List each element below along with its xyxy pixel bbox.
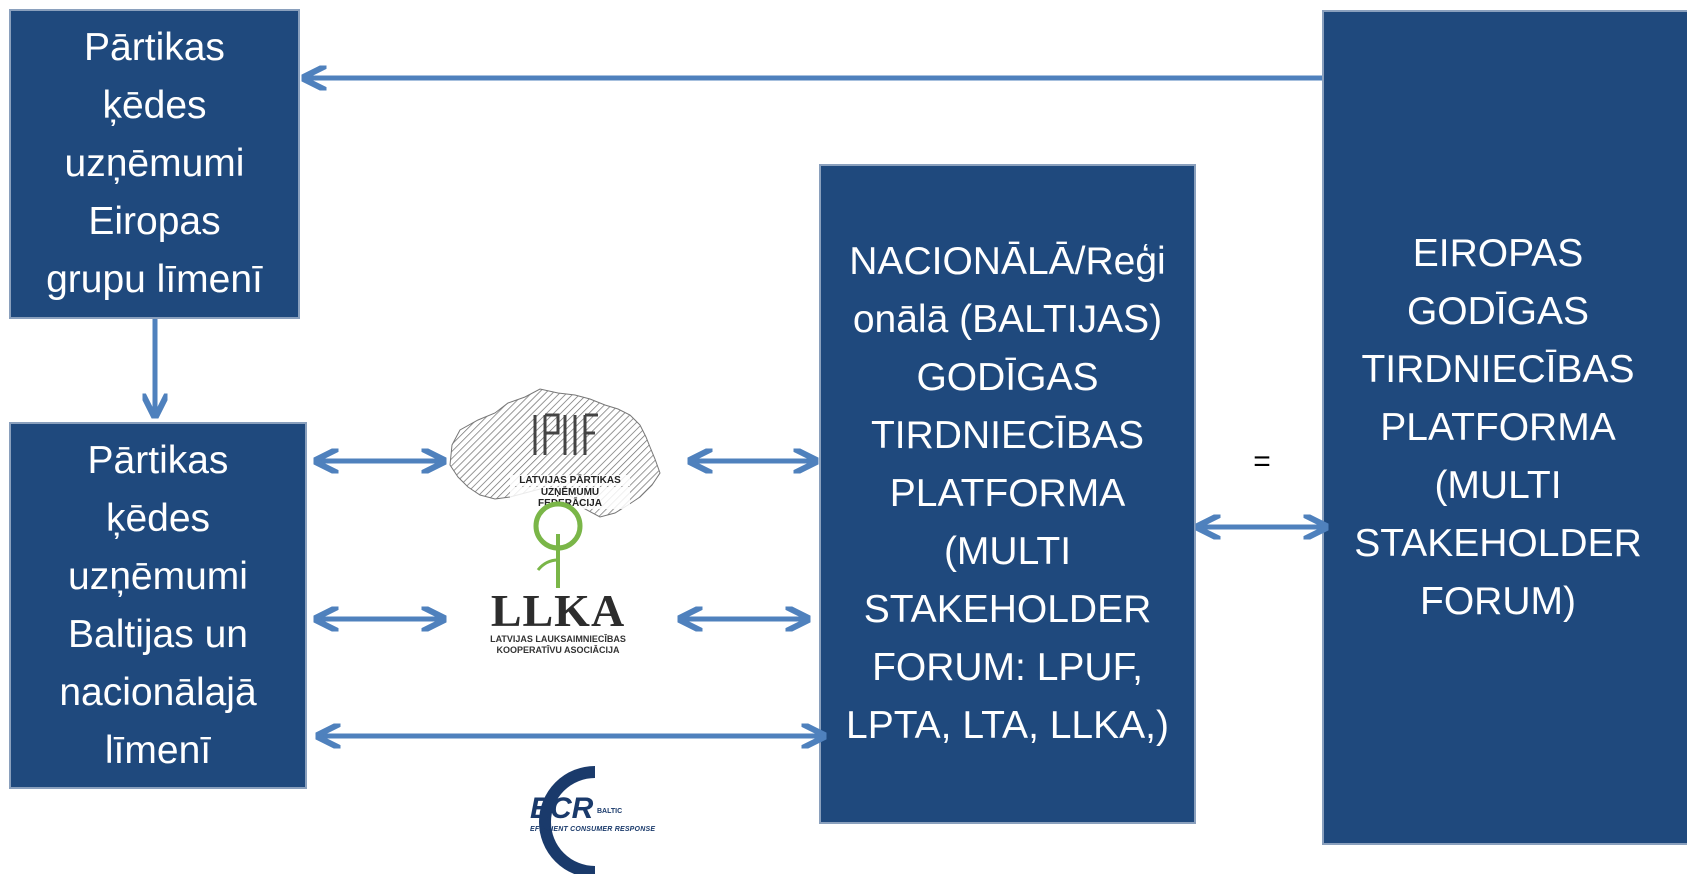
llka-name-line1: LATVIJAS LAUKSAIMNIECĪBAS [490,634,626,644]
llka-full-name: LATVIJAS LAUKSAIMNIECĪBAS KOOPERATĪVU AS… [478,634,638,656]
lpuf-name-line1: LATVIJAS PĀRTIKAS [510,475,630,486]
ecr-arc-icon [539,766,596,878]
tree-icon [533,501,583,588]
lpuf-name-line2: UZŅĒMUMU FEDERĀCIJA [510,487,630,509]
ecr-baltic-logo: ECR BALTIC EFFICIENT CONSUMER RESPONSE [500,760,680,878]
ecr-wordmark: ECR [530,792,594,825]
llka-name-line2: KOOPERATĪVU ASOCIĀCIJA [496,645,620,655]
box-european-fair-trade-platform: EIROPAS GODĪGAS TIRDNIECĪBAS PLATFORMA (… [1322,10,1687,845]
llka-logo: LLKA LATVIJAS LAUKSAIMNIECĪBAS KOOPERATĪ… [478,500,638,660]
box-national-fair-trade-platform: NACIONĀLĀ/Reģi onālā (BALTIJAS) GODĪGAS … [819,164,1196,824]
llka-wordmark: LLKA [490,585,626,636]
ecr-subtitle: EFFICIENT CONSUMER RESPONSE [530,826,656,833]
box-baltic-national-companies: Pārtikas ķēdes uzņēmumi Baltijas un naci… [9,422,307,789]
ecr-baltic-tag: BALTIC [597,808,623,815]
box-eu-group-level-companies: Pārtikas ķēdes uzņēmumi Eiropas grupu lī… [9,9,300,319]
equals-sign: = [1253,445,1271,478]
lpuf-logo: LATVIJAS PĀRTIKAS UZŅĒMUMU FEDERĀCIJA [440,385,690,535]
